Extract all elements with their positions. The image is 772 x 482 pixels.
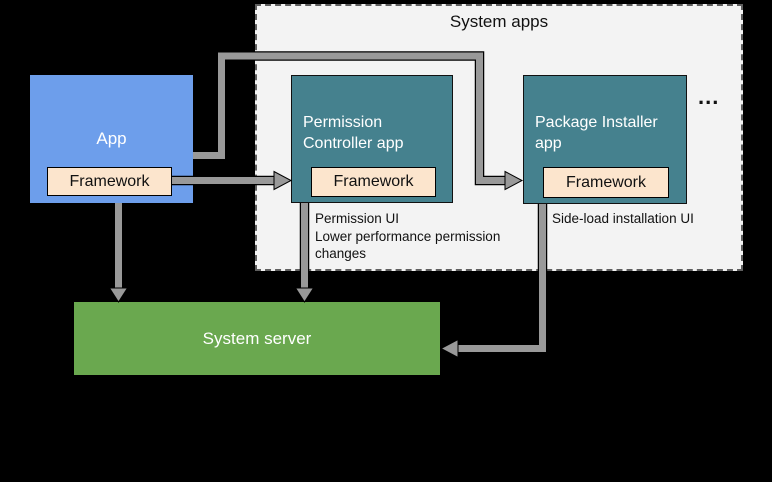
annotation-line: Permission UI xyxy=(315,211,400,226)
arrow-app-to-system-server xyxy=(108,203,129,303)
package-installer-framework-box: Framework xyxy=(543,167,669,198)
permission-controller-framework-label: Framework xyxy=(333,173,414,190)
system-apps-title: System apps xyxy=(449,12,549,31)
app-framework-label: Framework xyxy=(69,172,150,190)
permission-controller-box: Permission Controller app Framework xyxy=(291,75,453,203)
permission-controller-annotation: Permission UI Lower performance permissi… xyxy=(315,210,533,263)
permission-controller-label: Permission Controller app xyxy=(303,114,404,152)
package-installer-label: Package Installer app xyxy=(535,114,658,152)
package-installer-box: Package Installer app Framework xyxy=(523,75,687,204)
permission-controller-framework-box: Framework xyxy=(311,167,436,197)
more-apps-ellipsis: ... xyxy=(698,84,720,109)
package-installer-annotation: Side-load installation UI xyxy=(552,210,737,228)
system-server-box: System server xyxy=(74,302,440,375)
annotation-line: Side-load installation UI xyxy=(552,211,694,226)
system-server-label: System server xyxy=(202,328,312,348)
annotation-line: Lower performance permission changes xyxy=(315,228,501,262)
app-label: App xyxy=(96,129,127,148)
app-box: App Framework xyxy=(30,75,193,203)
app-framework-box: Framework xyxy=(47,167,172,196)
package-installer-framework-label: Framework xyxy=(565,173,646,191)
